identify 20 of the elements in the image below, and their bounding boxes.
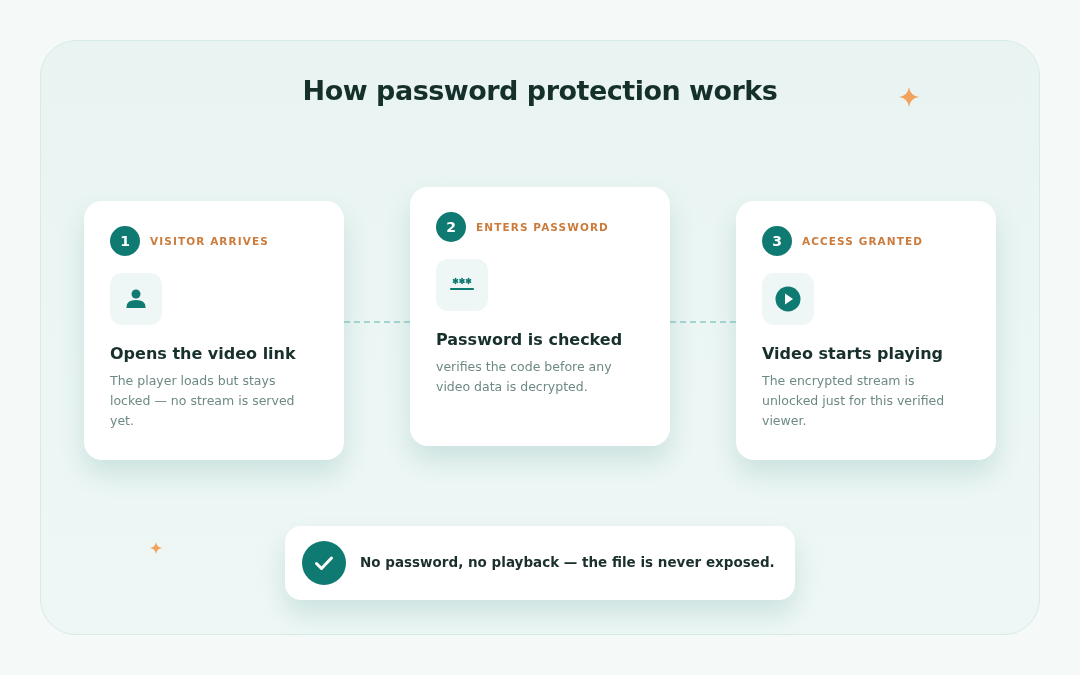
- step-title: Video starts playing: [762, 344, 944, 363]
- callout-banner: [285, 526, 795, 600]
- step-description: verifies the code before any video data is decrypted.: [436, 358, 613, 396]
- step-description: The player loads but stays locked — no stream is served yet.: [110, 372, 296, 430]
- connector-line: [669, 321, 737, 323]
- step-card: [736, 201, 996, 460]
- step-label: ENTERS PASSWORD: [476, 221, 609, 233]
- step-card: [84, 201, 344, 460]
- step-description: The encrypted stream is unlocked just for this verified viewer.: [762, 372, 946, 430]
- connector-line: [343, 321, 411, 323]
- step-card: [410, 187, 670, 446]
- step-number: 1: [110, 226, 140, 256]
- step-number: 2: [436, 212, 466, 242]
- step-label: ACCESS GRANTED: [802, 235, 924, 247]
- step-title: Opens the video link: [110, 344, 296, 363]
- step-number: 3: [762, 226, 792, 256]
- step-title: Password is checked: [436, 330, 623, 349]
- step-label: VISITOR ARRIVES: [150, 235, 269, 247]
- title: How password protection works: [301, 75, 779, 106]
- callout-text: No password, no playback — the file is never exposed.: [360, 554, 775, 570]
